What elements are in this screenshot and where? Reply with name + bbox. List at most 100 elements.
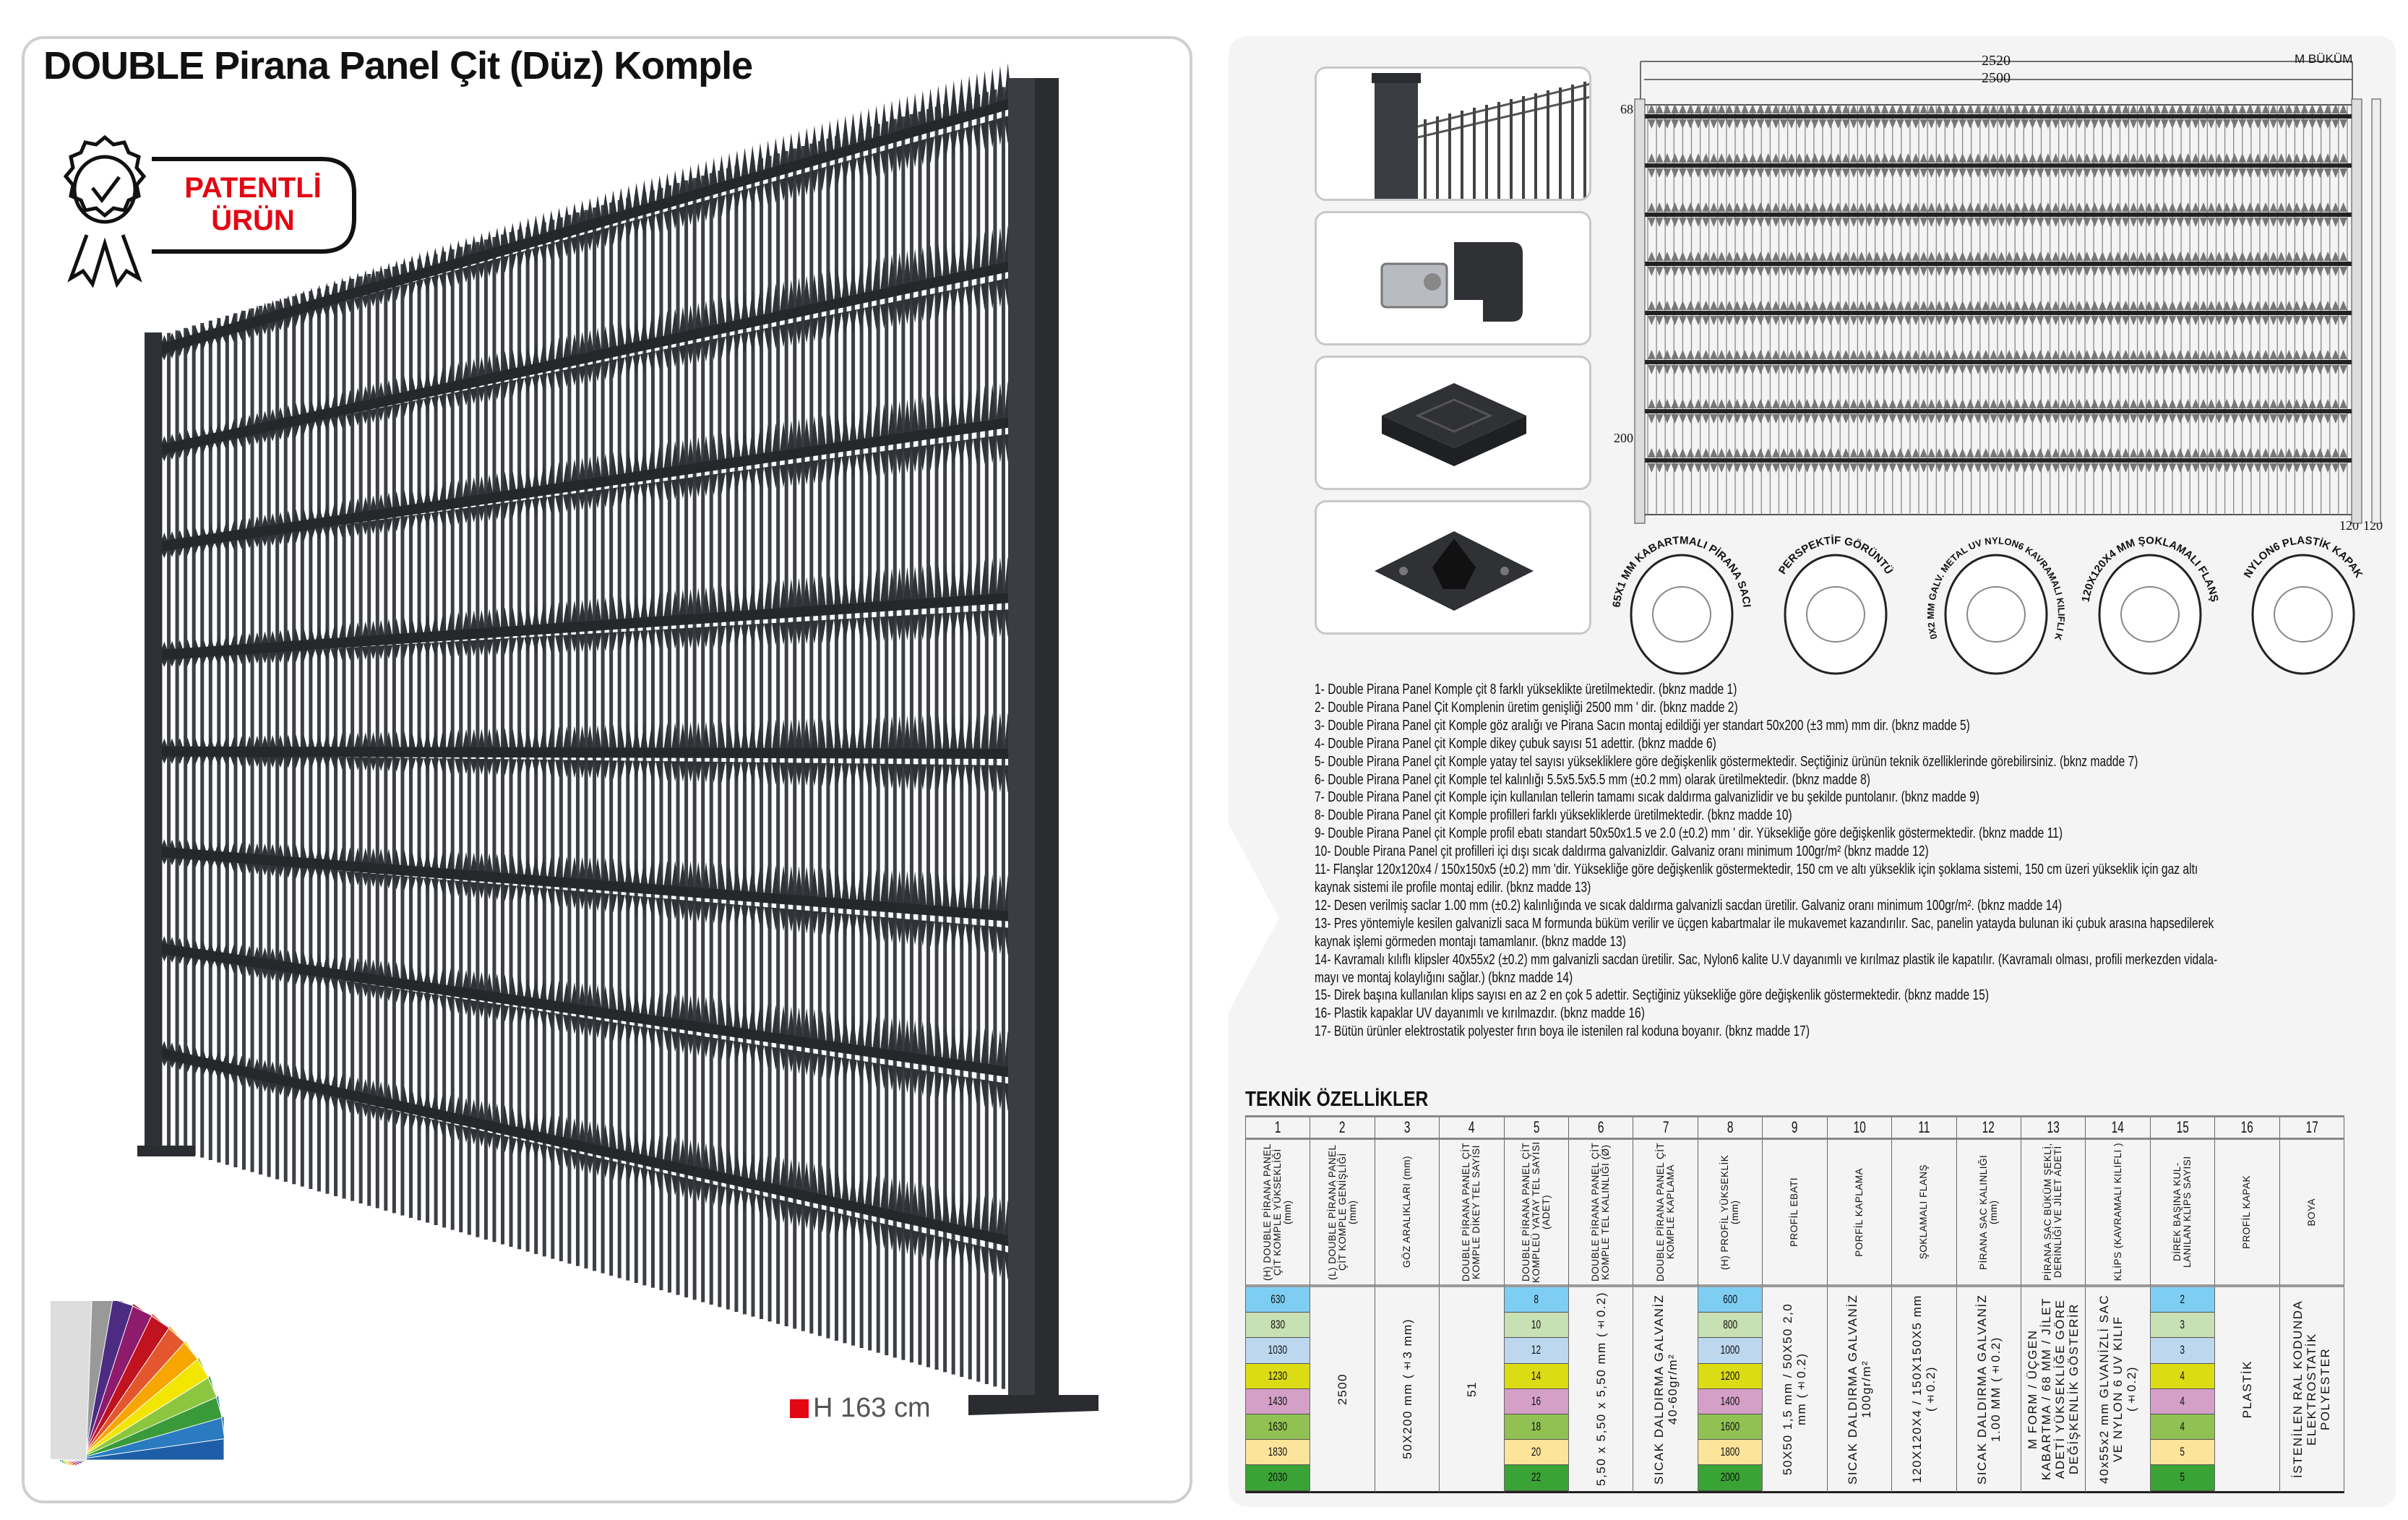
note-line: kaynak sistemi ile profile montaj edilir… xyxy=(1315,879,1591,896)
table-cell: 3 xyxy=(2150,1313,2215,1339)
column-number-text: 5 xyxy=(1533,1118,1540,1136)
drawing-spikes xyxy=(1648,104,2347,129)
column-body: SICAK DALDIRMA GALVANİZ 40-60gr/m² xyxy=(1633,1287,1698,1493)
detail-circle: 65X1 MM KABARTMALI PİRANA SACI xyxy=(1610,534,1753,675)
cell-value: SICAK DALDIRMA GALVANİZ 100gr/m² xyxy=(1845,1294,1873,1485)
fence-product-image xyxy=(137,63,1098,1415)
cell-value: 120X120X4 / 150X150X5 mm (±0.2) xyxy=(1910,1294,1938,1484)
table-cell: 1030 xyxy=(1246,1338,1310,1364)
cap-icon xyxy=(2251,554,2355,675)
table-cell: 600 xyxy=(1698,1287,1763,1313)
drawing-rail xyxy=(1639,409,2356,413)
column-number-text: 15 xyxy=(2176,1118,2189,1136)
cell-value: 600 xyxy=(1723,1292,1738,1307)
dim-total: 2520 xyxy=(1982,53,2011,69)
merged-cell: 5,50 x 5,50 x 5,50 mm (±0.2) xyxy=(1569,1287,1633,1491)
merged-cell: PLASTİK xyxy=(2215,1287,2279,1491)
column-header: DOUBLE PİRANA PANEL ÇİT KOMPLE DİKEY TEL… xyxy=(1440,1140,1505,1287)
cell-value: 16 xyxy=(1531,1394,1541,1408)
column-number: 12 xyxy=(1956,1117,2021,1140)
note-line: 7- Double Pirana Panel çit Komple için k… xyxy=(1315,789,1979,806)
column-header-text: (H) PROFİL YÜKSEKLİK (mm) xyxy=(1719,1154,1741,1270)
column-header: PROFİL EBATI xyxy=(1763,1140,1828,1287)
table-cell: 5 xyxy=(2150,1465,2215,1491)
table-cell: 1230 xyxy=(1246,1363,1310,1389)
column-number-text: 10 xyxy=(1853,1118,1866,1136)
cell-value: 2500 xyxy=(1336,1373,1350,1405)
column-body: 50X50 1,5 mm / 50X50 2,0 mm (±0.2) xyxy=(1763,1287,1828,1493)
pirana-sheet-icon xyxy=(1630,554,1734,675)
dim-top: 68 xyxy=(1620,102,1633,116)
cell-value: 1600 xyxy=(1720,1420,1740,1434)
cell-value: 3 xyxy=(2180,1343,2185,1357)
cell-value: 1200 xyxy=(1720,1368,1740,1383)
cell-value: 12 xyxy=(1531,1343,1541,1357)
column-header: KLİPS (KAVRAMALI KILIFLI ) xyxy=(2086,1140,2151,1287)
thumb-clip xyxy=(1315,211,1591,345)
note-line: 4- Double Pirana Panel çit Komple dikey … xyxy=(1315,735,1716,752)
drawing-spikes xyxy=(1648,350,2347,374)
cell-value: 50X50 1,5 mm / 50X50 2,0 mm (±0.2) xyxy=(1781,1302,1809,1475)
table-cell: 3 xyxy=(2150,1338,2215,1364)
merged-cell: 40x55x2 mm GLVANİZLİ SAC VE NYLON 6 UV K… xyxy=(2086,1287,2149,1491)
column-header-text: DOUBLE PİRANA PANEL ÇİT KOMPLEÜ YATAY TE… xyxy=(1520,1141,1552,1283)
table-cell: 4 xyxy=(2150,1414,2215,1440)
table-cell: 4 xyxy=(2150,1388,2215,1414)
column-number-text: 1 xyxy=(1274,1118,1281,1136)
clip-icon xyxy=(1380,242,1523,322)
pirana-spikes xyxy=(160,839,1012,956)
column-header-text: (H) DOUBLE PİRANA PANEL ÇİT KOMPLE YÜKSE… xyxy=(1262,1143,1294,1281)
column-number-text: 2 xyxy=(1339,1118,1346,1136)
note-line: 6- Double Pirana Panel çit Komple tel ka… xyxy=(1315,771,1870,788)
flange-icon xyxy=(1375,531,1534,611)
detail-circle: 120X120X4 MM ŞOKLAMALI FLANŞ xyxy=(2079,534,2221,675)
column-number: 16 xyxy=(2215,1117,2280,1140)
drawing-spikes xyxy=(1648,252,2347,276)
column-header-text: DOUBLE PİRANA PANEL ÇİT KOMPLE DİKEY TEL… xyxy=(1461,1142,1482,1282)
clip-icon xyxy=(1944,554,2048,675)
column-number: 1 xyxy=(1246,1117,1311,1140)
badge-frame xyxy=(152,157,356,254)
column-header: ŞOKLAMALI FLANŞ xyxy=(1892,1140,1957,1287)
column-header: (L) DOUBLE PİRANA PANEL ÇİT KOMPLE GENİŞ… xyxy=(1310,1140,1375,1287)
horizontal-rail xyxy=(160,746,1012,759)
detail-illustration xyxy=(1652,586,1711,643)
height-label: H 163 cm xyxy=(790,1393,931,1424)
drawing-rail xyxy=(1639,262,2356,266)
cell-value: 830 xyxy=(1270,1318,1286,1332)
column-number-text: 17 xyxy=(2305,1118,2318,1136)
post-shade xyxy=(1035,78,1059,1408)
drawing-rail xyxy=(1639,163,2356,168)
column-number-text: 3 xyxy=(1403,1118,1411,1136)
merged-cell: SICAK DALDIRMA GALVANİZ 40-60gr/m² xyxy=(1633,1287,1697,1491)
cell-value: 4 xyxy=(2180,1368,2185,1383)
merged-cell: 2500 xyxy=(1310,1287,1374,1491)
column-number: 10 xyxy=(1827,1117,1893,1140)
cell-value: 1000 xyxy=(1720,1343,1740,1357)
column-body: 50X200 mm (±3 mm) xyxy=(1375,1287,1440,1493)
column-number-text: 16 xyxy=(2240,1118,2253,1136)
column-header: DOUBLE PİRANA PANEL ÇİT KOMPLEÜ YATAY TE… xyxy=(1504,1140,1570,1287)
table-cell: 1830 xyxy=(1246,1440,1310,1466)
note-line: 13- Pres yöntemiyle kesilen galvanizli s… xyxy=(1315,915,2214,932)
color-swatch xyxy=(51,1301,93,1461)
drawing-rail xyxy=(1639,114,2356,119)
table-cell: 1800 xyxy=(1698,1440,1763,1466)
column-body: 40x55x2 mm GLVANİZLİ SAC VE NYLON 6 UV K… xyxy=(2086,1287,2151,1493)
table-cell: 20 xyxy=(1504,1440,1569,1466)
column-header: PİRANA SAC KALINLIĞI (mm) xyxy=(1956,1140,2021,1287)
cell-value: 2030 xyxy=(1268,1470,1288,1485)
detail-circle: NYLON6 PLASTİK KAPAK xyxy=(2242,534,2365,675)
cell-value: 5 xyxy=(2180,1470,2185,1485)
column-header-text: PROFİL EBATI xyxy=(1789,1177,1800,1248)
note-line: mayı ve montaj kolaylığını sağlar.) (bkn… xyxy=(1315,969,1573,986)
column-number-text: 7 xyxy=(1662,1118,1669,1136)
drawing-post xyxy=(1634,98,1646,524)
table-cell: 1000 xyxy=(1698,1338,1763,1364)
column-header-text: PİRANA SAC BÜKÜM ŞEKLİ, DERİNLİĞİ VE JİL… xyxy=(2042,1143,2064,1281)
cell-value: 51 xyxy=(1464,1381,1479,1397)
horizontal-rail xyxy=(159,261,1013,455)
